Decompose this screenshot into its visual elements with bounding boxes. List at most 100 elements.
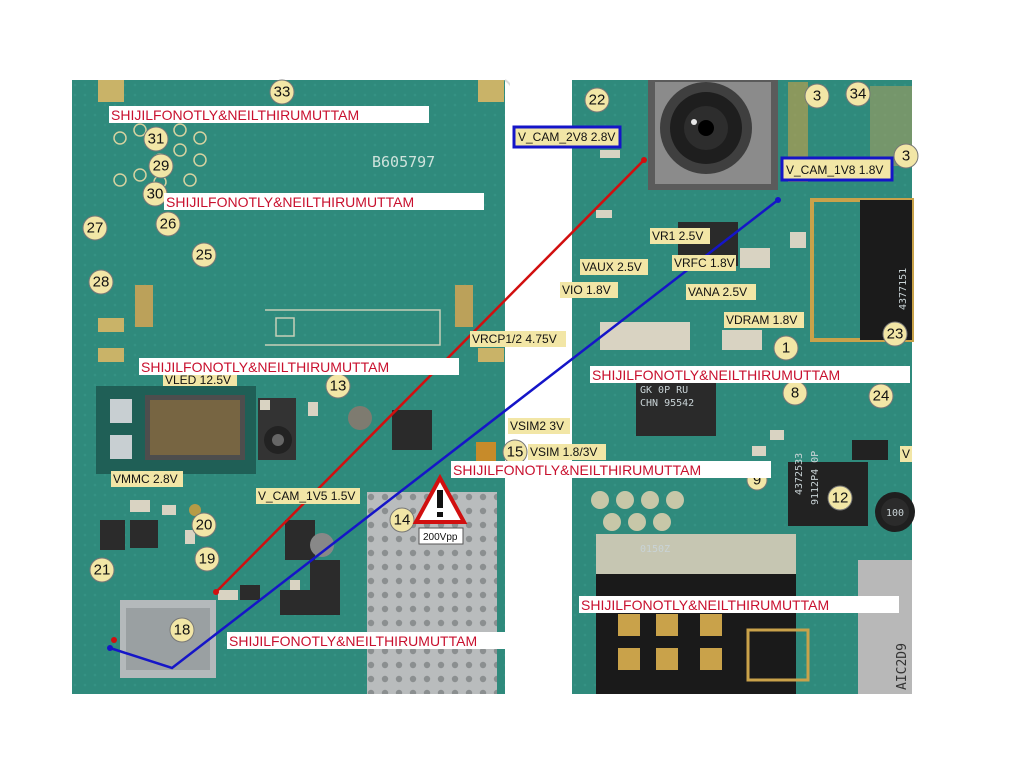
right-code: AIC2D9	[895, 643, 910, 690]
badge-14: 14	[389, 507, 415, 533]
chip-line-1: GK 0P RU	[640, 385, 688, 396]
badge-23: 23	[882, 321, 908, 347]
left-board	[72, 79, 530, 694]
label-v-cam-1v5: V_CAM_1V5 1.5V	[256, 488, 360, 504]
badge-27: 27	[82, 215, 108, 241]
label-v-cam-1v8: V_CAM_1V8 1.8V	[780, 156, 894, 182]
svg-text:V_CAM_1V8 1.8V: V_CAM_1V8 1.8V	[786, 163, 883, 177]
label-v-cam-2v8: V_CAM_2V8 2.8V	[512, 125, 622, 149]
svg-text:14: 14	[394, 512, 411, 529]
badge-15: 15	[502, 439, 528, 465]
label-vmmc: VMMC 2.8V	[111, 471, 183, 487]
badge-1: 1	[773, 335, 799, 361]
badge-18: 18	[169, 617, 195, 643]
label-vrfc: VRFC 1.8V	[672, 255, 736, 271]
svg-text:VRCP1/2 4.75V: VRCP1/2 4.75V	[472, 332, 557, 346]
label-vled: VLED 12.5V	[163, 373, 237, 387]
high-voltage-warning-icon: 200Vpp	[412, 473, 468, 545]
badge-25: 25	[191, 242, 217, 268]
svg-text:28: 28	[93, 274, 110, 291]
badge-22: 22	[584, 87, 610, 113]
chip-line-2: CHN 95542	[640, 398, 694, 409]
svg-text:23: 23	[887, 326, 904, 343]
svg-text:VMMC 2.8V: VMMC 2.8V	[113, 472, 178, 486]
svg-text:13: 13	[330, 378, 347, 395]
svg-text:VIO 1.8V: VIO 1.8V	[562, 283, 611, 297]
svg-text:8: 8	[791, 385, 799, 402]
badge-12: 12	[827, 485, 853, 511]
svg-text:VDRAM 1.8V: VDRAM 1.8V	[726, 313, 797, 327]
badge-20: 20	[191, 512, 217, 538]
badge-8: 8	[782, 380, 808, 406]
badge-29: 29	[148, 153, 174, 179]
svg-text:22: 22	[589, 92, 606, 109]
blue-trace	[107, 197, 781, 670]
svg-text:VRFC 1.8V: VRFC 1.8V	[674, 256, 735, 270]
board-serial: B605797	[372, 153, 435, 171]
svg-text:12: 12	[832, 490, 849, 507]
voltage-labels: V_CAM_2V8 2.8V V_CAM_1V8 1.8V VR1 2.5V V…	[111, 125, 912, 504]
svg-text:27: 27	[87, 220, 104, 237]
badge-21: 21	[89, 557, 115, 583]
badge-24: 24	[868, 383, 894, 409]
svg-text:V_CAM_2V8 2.8V: V_CAM_2V8 2.8V	[518, 130, 615, 144]
svg-text:15: 15	[507, 444, 524, 461]
watermarks: SHIJILFONOTLY&NEILTHIRUMUTTAM SHIJILFONO…	[109, 106, 910, 649]
chip12-line-1: 4372533	[794, 453, 805, 495]
svg-text:VR1 2.5V: VR1 2.5V	[652, 229, 703, 243]
badge-19: 19	[194, 546, 220, 572]
label-vdram: VDRAM 1.8V	[724, 312, 804, 328]
watermark-5: SHIJILFONOTLY&NEILTHIRUMUTTAM	[453, 462, 701, 478]
badge-13: 13	[325, 373, 351, 399]
label-vrcp: VRCP1/2 4.75V	[470, 331, 566, 347]
svg-text:26: 26	[160, 216, 177, 233]
svg-text:VSIM2 3V: VSIM2 3V	[510, 419, 564, 433]
watermark-3: SHIJILFONOTLY&NEILTHIRUMUTTAM	[141, 359, 389, 375]
watermark-4: SHIJILFONOTLY&NEILTHIRUMUTTAM	[592, 367, 840, 383]
svg-text:31: 31	[148, 131, 165, 148]
svg-text:29: 29	[153, 158, 170, 175]
right-board: GK 0P RU CHN 95542 4372533 9112P4 0P 100…	[572, 80, 915, 694]
svg-text:9: 9	[753, 472, 761, 489]
svg-text:24: 24	[873, 388, 890, 405]
component-numbers: 33 31 29 30 26 27 25 28 13 20 19 21 18 1…	[82, 79, 919, 643]
svg-text:3: 3	[813, 88, 821, 105]
svg-text:V_CAM_1V5 1.5V: V_CAM_1V5 1.5V	[258, 489, 355, 503]
svg-text:20: 20	[196, 517, 213, 534]
capacitor-label: 100	[886, 508, 904, 519]
badge-26: 26	[155, 211, 181, 237]
label-vsim2: VSIM2 3V	[508, 418, 570, 434]
watermark-2: SHIJILFONOTLY&NEILTHIRUMUTTAM	[166, 194, 414, 210]
red-trace	[111, 157, 647, 643]
watermark-1: SHIJILFONOTLY&NEILTHIRUMUTTAM	[111, 107, 359, 123]
warning-value: 200Vpp	[423, 532, 458, 543]
label-vio: VIO 1.8V	[560, 282, 618, 298]
edge-code: 4377151	[898, 268, 909, 310]
watermark-7: SHIJILFONOTLY&NEILTHIRUMUTTAM	[229, 633, 477, 649]
badge-28: 28	[88, 269, 114, 295]
label-vsim: VSIM 1.8/3V	[528, 444, 606, 460]
svg-text:25: 25	[196, 247, 213, 264]
svg-text:30: 30	[147, 186, 164, 203]
svg-text:33: 33	[274, 84, 291, 101]
svg-text:18: 18	[174, 622, 191, 639]
svg-text:1: 1	[782, 340, 790, 357]
badge-3b: 3	[893, 143, 919, 169]
label-vr1: VR1 2.5V	[650, 228, 710, 244]
svg-text:21: 21	[94, 562, 111, 579]
svg-text:V: V	[902, 447, 910, 461]
badge-30: 30	[142, 181, 168, 207]
label-vaux: VAUX 2.5V	[580, 259, 648, 275]
badge-33: 33	[269, 79, 295, 105]
svg-text:VLED 12.5V: VLED 12.5V	[165, 373, 231, 387]
svg-text:VANA 2.5V: VANA 2.5V	[688, 285, 747, 299]
label-vana: VANA 2.5V	[686, 284, 756, 300]
chip12-line-2: 9112P4 0P	[810, 451, 821, 505]
watermark-6: SHIJILFONOTLY&NEILTHIRUMUTTAM	[581, 597, 829, 613]
svg-text:VAUX 2.5V: VAUX 2.5V	[582, 260, 642, 274]
svg-text:VSIM 1.8/3V: VSIM 1.8/3V	[530, 445, 597, 459]
svg-text:3: 3	[902, 148, 910, 165]
svg-text:34: 34	[850, 86, 867, 103]
